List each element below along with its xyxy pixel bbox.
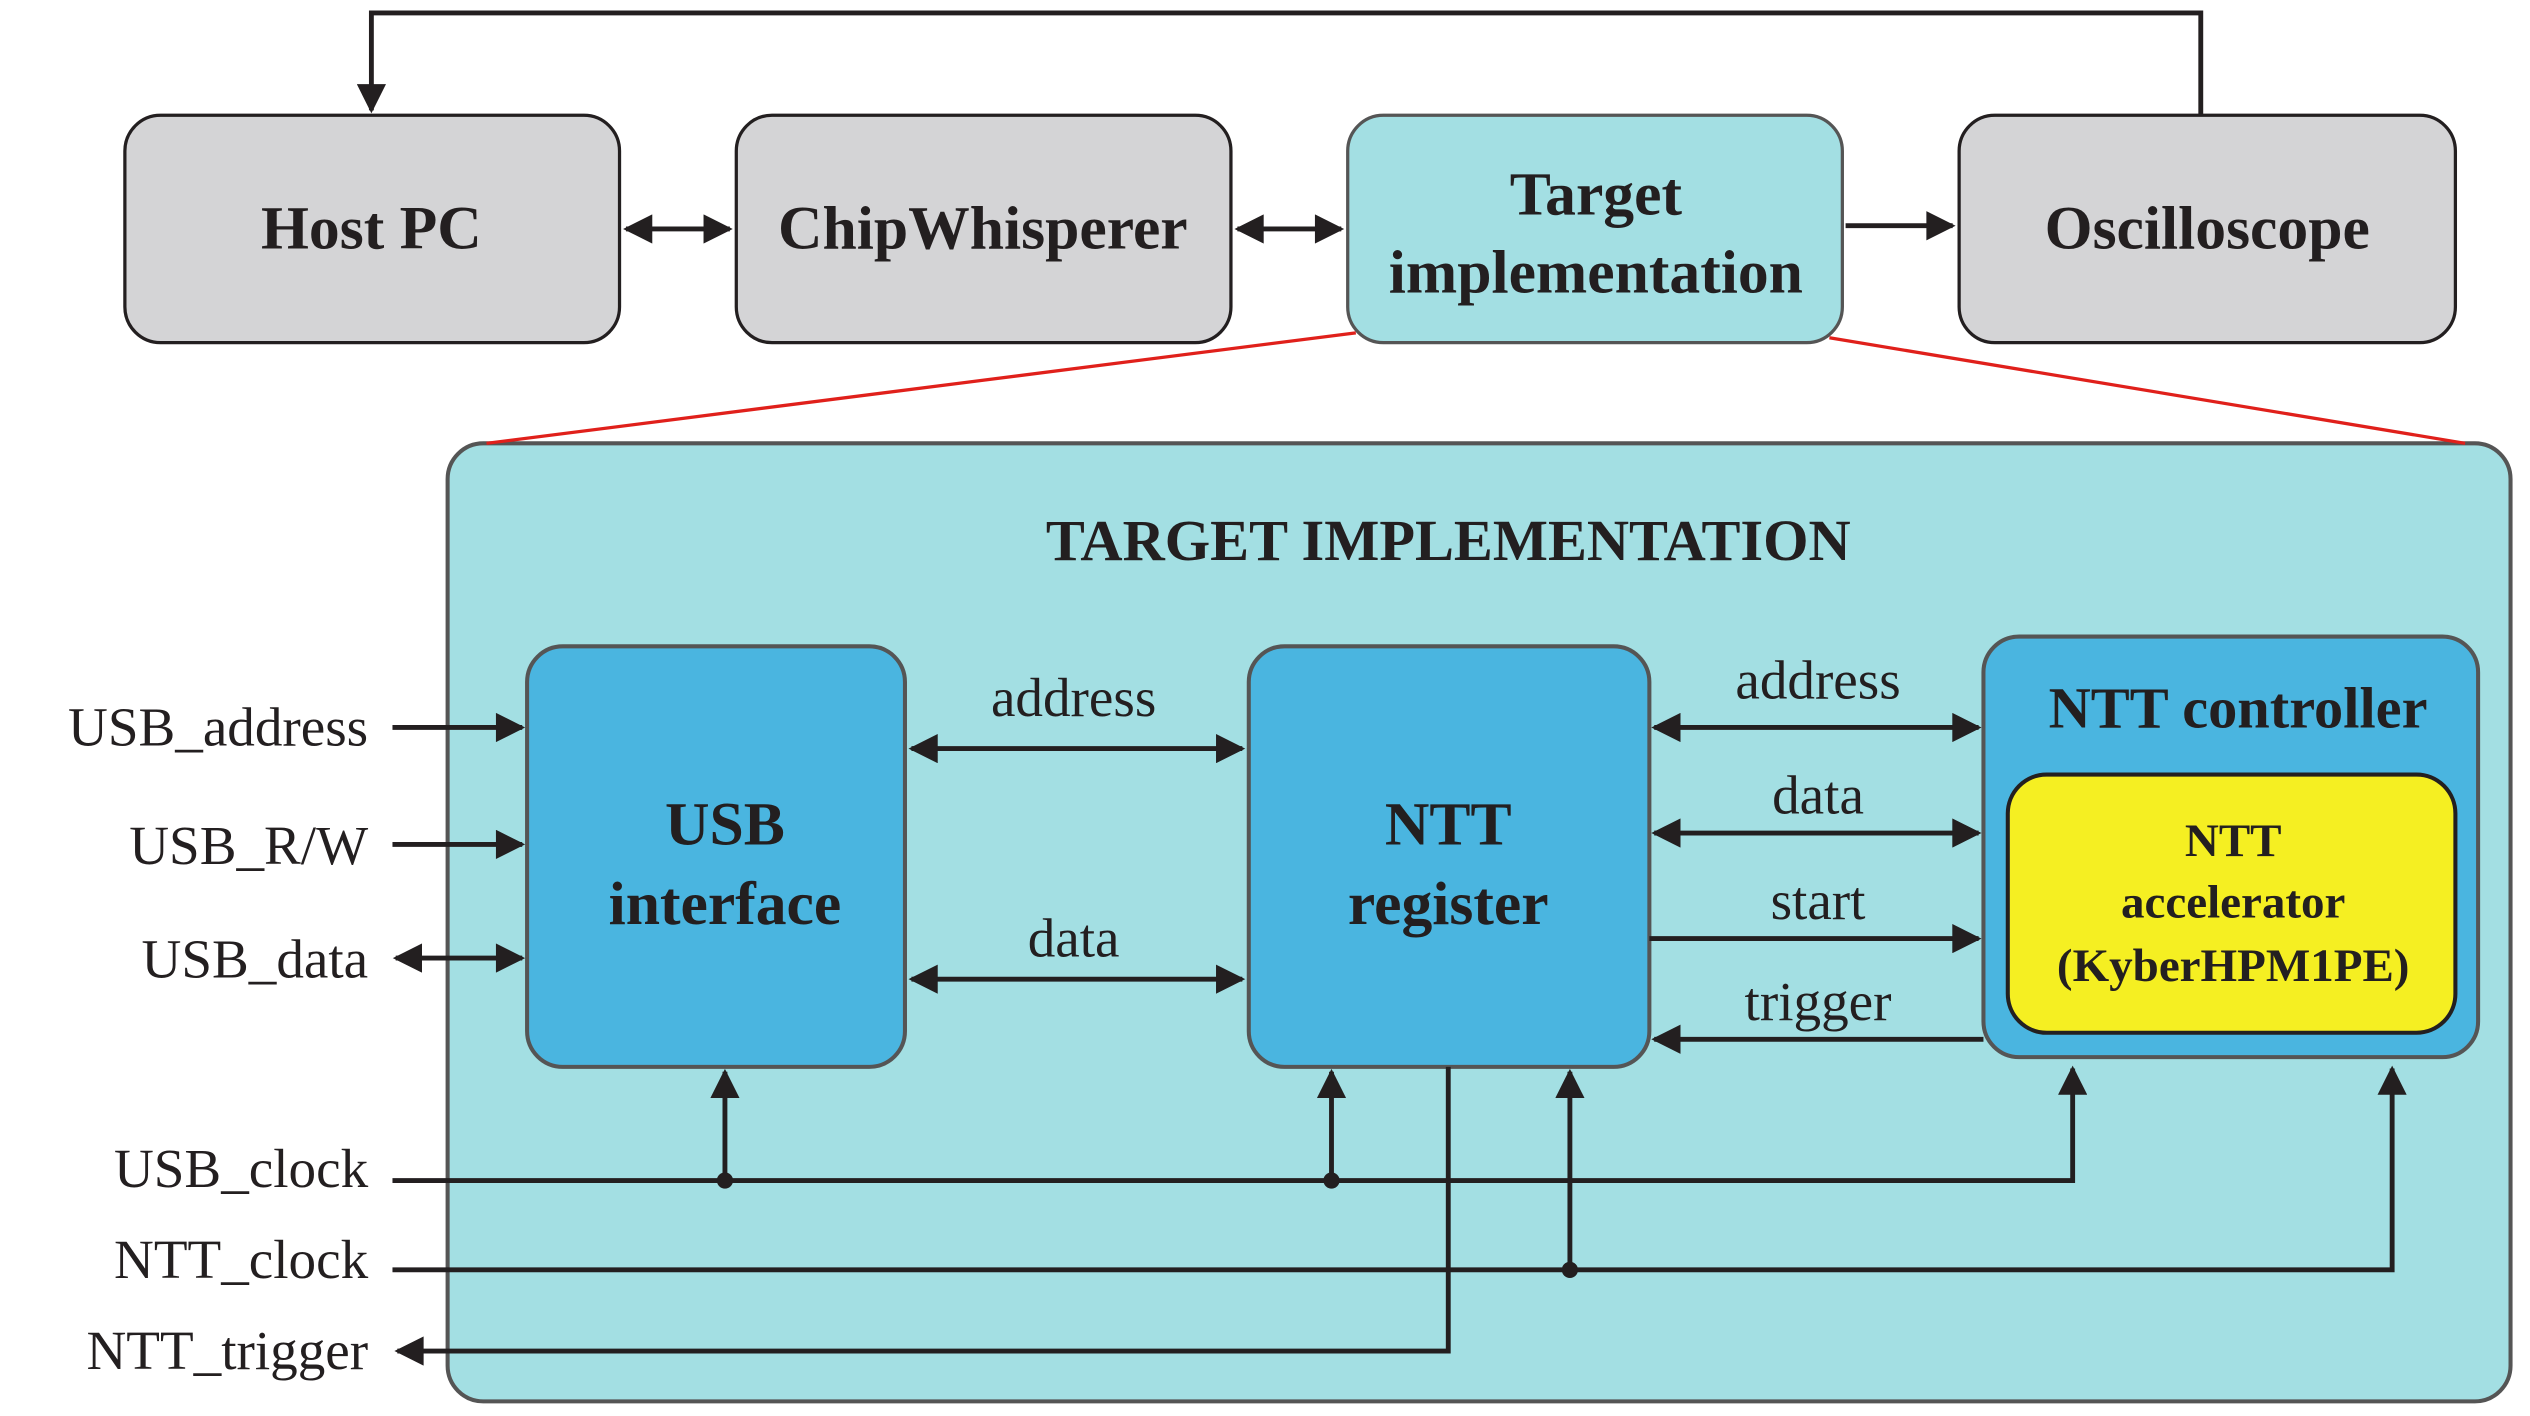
ntt-accelerator-line1: NTT (2185, 815, 2282, 867)
ntt-register-block: NTT register (1246, 644, 1652, 1069)
usb-register-data-label: data (1028, 907, 1120, 968)
chipwhisperer-label: ChipWhisperer (778, 194, 1188, 262)
ntt-clock-junction (1561, 1261, 1579, 1278)
usb-clock-junction (716, 1172, 734, 1189)
usb-clock-line (392, 1065, 2088, 1183)
ntt-accelerator-block: NTT accelerator (KyberHPM1PE) (2005, 772, 2458, 1035)
host-pc-box: Host PC (123, 113, 622, 345)
oscilloscope-box: Oscilloscope (1957, 113, 2458, 345)
usb-register-address-label: address (991, 667, 1156, 728)
usb-interface-line1: USB (665, 790, 785, 858)
target-implementation-box: Target implementation (1346, 113, 1844, 345)
usb-clock-junction (1323, 1172, 1340, 1189)
host-pc-label: Host PC (261, 194, 482, 262)
usb-interface-line2: interface (609, 870, 842, 938)
usb-address-label: USB_address (68, 696, 368, 757)
ntt-trigger-label: NTT_trigger (86, 1320, 368, 1381)
ntt-clock-label: NTT_clock (114, 1229, 368, 1290)
target-panel-title: TARGET IMPLEMENTATION (1046, 508, 1851, 573)
register-controller-data-label: data (1772, 765, 1864, 826)
ntt-controller-block: NTT controller NTT accelerator (KyberHPM… (1981, 634, 2481, 1060)
chipwhisperer-box: ChipWhisperer (734, 113, 1233, 345)
zoom-line-right (1829, 336, 2466, 445)
controller-register-trigger-label: trigger (1745, 971, 1892, 1032)
zoom-line-left (486, 331, 1357, 445)
usb-data-label: USB_data (142, 929, 369, 990)
oscilloscope-label: Oscilloscope (2045, 194, 2370, 262)
usb-interface-block: USB interface (525, 644, 907, 1069)
feedback-line (356, 10, 2204, 116)
ntt-register-line2: register (1348, 870, 1549, 938)
ntt-accelerator-line3: (KyberHPM1PE) (2057, 940, 2410, 992)
ntt-trigger-line (394, 1066, 1451, 1366)
usb-rw-label: USB_R/W (129, 815, 368, 876)
ntt-register-line1: NTT (1385, 790, 1512, 858)
target-label-line2: implementation (1389, 238, 1803, 306)
ntt-clock-line (392, 1065, 2407, 1273)
usb-clock-label: USB_clock (114, 1138, 369, 1199)
register-controller-address-label: address (1735, 649, 1900, 710)
register-controller-start-label: start (1771, 870, 1866, 931)
target-label-line1: Target (1510, 160, 1683, 228)
ntt-controller-title: NTT controller (2049, 675, 2428, 740)
ntt-accelerator-line2: accelerator (2121, 876, 2345, 928)
